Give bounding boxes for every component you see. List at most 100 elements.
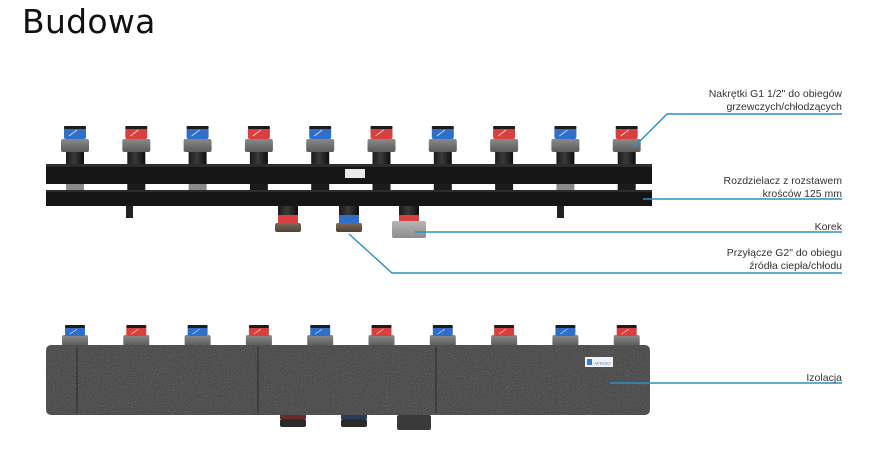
manifold-spacer-4 <box>249 184 268 190</box>
insulated-outlet-cap-blue <box>432 326 453 336</box>
manifold-lower-bar-highlight <box>46 190 652 192</box>
insulated-outlet-cap-rim <box>310 325 331 328</box>
insulated-outlet-cap-marking <box>131 328 139 335</box>
insulated-outlet-nut <box>184 335 211 346</box>
outlet-cap-marking <box>559 129 568 137</box>
insulated-connection-1 <box>280 415 306 427</box>
outlet-pipe <box>556 151 575 165</box>
outlet-cap-marking <box>130 129 139 137</box>
connection-band-red <box>399 215 419 221</box>
source-connection-1 <box>275 206 301 232</box>
outlet-cap-rim <box>247 126 270 129</box>
insulated-outlet-cap-rim <box>65 325 85 328</box>
outlet-cap-marking <box>620 129 629 137</box>
annotation-source-line-1: Przyłącze G2" do obiegu <box>726 247 842 259</box>
insulated-outlet-cap-blue <box>65 326 85 336</box>
brand-badge-text: AFRISO <box>594 361 611 366</box>
brand-logo-icon <box>587 359 592 365</box>
mounting-stub-left <box>126 206 133 218</box>
outlet-cap-marking <box>313 129 323 137</box>
insulated-outlet-1 <box>62 325 88 346</box>
source-connection-3 <box>392 206 426 238</box>
annotation-nuts-line-2: grzewczych/chłodzących <box>726 101 842 113</box>
outlet-7 <box>428 126 457 165</box>
outlet-cap-rim <box>493 126 516 129</box>
outlet-pipe <box>66 151 84 165</box>
insulated-outlet-cap-rim <box>126 325 147 328</box>
outlet-cap-rim <box>554 126 577 129</box>
leader-line-nuts <box>633 113 842 148</box>
insulated-outlet-cap-marking <box>376 328 384 335</box>
insulated-outlet-cap-rim <box>371 325 392 328</box>
annotation-source-connection: Przyłącze G2" do obiegu źródła ciepła/ch… <box>727 247 842 273</box>
leader-lines <box>348 113 842 384</box>
manifold-spacer-5 <box>311 184 330 190</box>
insulated-outlet-4 <box>245 325 272 346</box>
outlet-pipe <box>311 151 330 165</box>
manifold-upper-bar-highlight <box>46 164 652 167</box>
annotation-manifold: Rozdzielacz z rozstawem krośców 125 mm <box>724 175 842 201</box>
insulated-outlet-cap-rim <box>187 325 208 328</box>
manifold-spacers-group <box>66 184 636 190</box>
insulated-outlet-2 <box>123 325 150 346</box>
insulated-outlet-6 <box>368 325 395 346</box>
manifold-spacer-1 <box>66 184 84 190</box>
insulated-outlet-nut <box>123 335 150 346</box>
outlet-pipe <box>372 151 391 165</box>
manifold-spacer-3 <box>188 184 207 190</box>
annotation-nuts: Nakrętki G1 1/2" do obiegów grzewczych/c… <box>709 88 842 114</box>
insulated-outlet-cap-red <box>494 326 515 336</box>
insulated-outlet-cap-rim <box>616 325 637 328</box>
brand-badge-bg <box>585 357 613 367</box>
outlet-nut <box>306 139 335 152</box>
outlet-nut <box>551 139 580 152</box>
manifold-spacer-9 <box>556 184 575 190</box>
insulated-outlet-cap-rim <box>432 325 453 328</box>
outlet-pipe <box>127 151 146 165</box>
outlet-nut <box>367 139 396 152</box>
insulated-connection-nut <box>341 419 367 427</box>
manifold-nameplate <box>345 169 365 178</box>
bottom-bottom-connections-group <box>280 415 431 430</box>
outlet-nut <box>244 139 273 152</box>
insulated-outlet-10 <box>613 325 640 346</box>
insulated-outlet-nut <box>62 335 88 346</box>
annotation-manifold-line-2: krośców 125 mm <box>762 188 842 200</box>
insulated-outlet-cap-marking <box>69 328 78 335</box>
outlet-4 <box>244 126 273 165</box>
bottom-outlets-group <box>62 325 640 346</box>
outlet-cap-rim <box>431 126 454 129</box>
outlet-pipe <box>188 151 207 165</box>
insulated-outlet-nut <box>307 335 334 346</box>
insulated-outlet-nut <box>613 335 640 346</box>
leader-line-source-connection <box>348 233 842 274</box>
outlet-cap-marking <box>497 129 507 137</box>
insulated-outlet-7 <box>429 325 456 346</box>
insulated-outlet-cap-rim <box>248 325 269 328</box>
outlet-2 <box>122 126 151 165</box>
insulated-outlet-cap-red <box>616 326 637 336</box>
outlet-9 <box>551 126 580 165</box>
outlet-cap-marking <box>68 129 78 137</box>
insulated-outlet-nut <box>491 335 518 346</box>
outlet-1 <box>61 126 89 165</box>
manifold-lower-bar <box>46 190 652 206</box>
connection-brass-nut <box>275 223 301 232</box>
manifold-spacer-2 <box>127 184 146 190</box>
insulated-outlet-cap-marking <box>192 328 200 335</box>
insulated-outlet-cap-red <box>248 326 269 336</box>
insulated-outlet-cap-rim <box>555 325 576 328</box>
page-title: Budowa <box>22 2 156 41</box>
manifold-spacer-8 <box>495 184 514 190</box>
insulated-outlet-8 <box>491 325 518 346</box>
outlet-pipe <box>495 151 514 165</box>
manifold-spacer-10 <box>617 184 636 190</box>
outlet-3 <box>183 126 212 165</box>
plug-icon <box>392 221 426 238</box>
insulated-plug-icon <box>397 415 431 430</box>
insulated-outlet-cap-marking <box>560 328 568 335</box>
insulated-outlet-cap-marking <box>253 328 262 335</box>
connection-band-red <box>278 215 298 223</box>
manifold-spacer-6 <box>372 184 391 190</box>
outlet-cap-marking <box>436 129 446 137</box>
